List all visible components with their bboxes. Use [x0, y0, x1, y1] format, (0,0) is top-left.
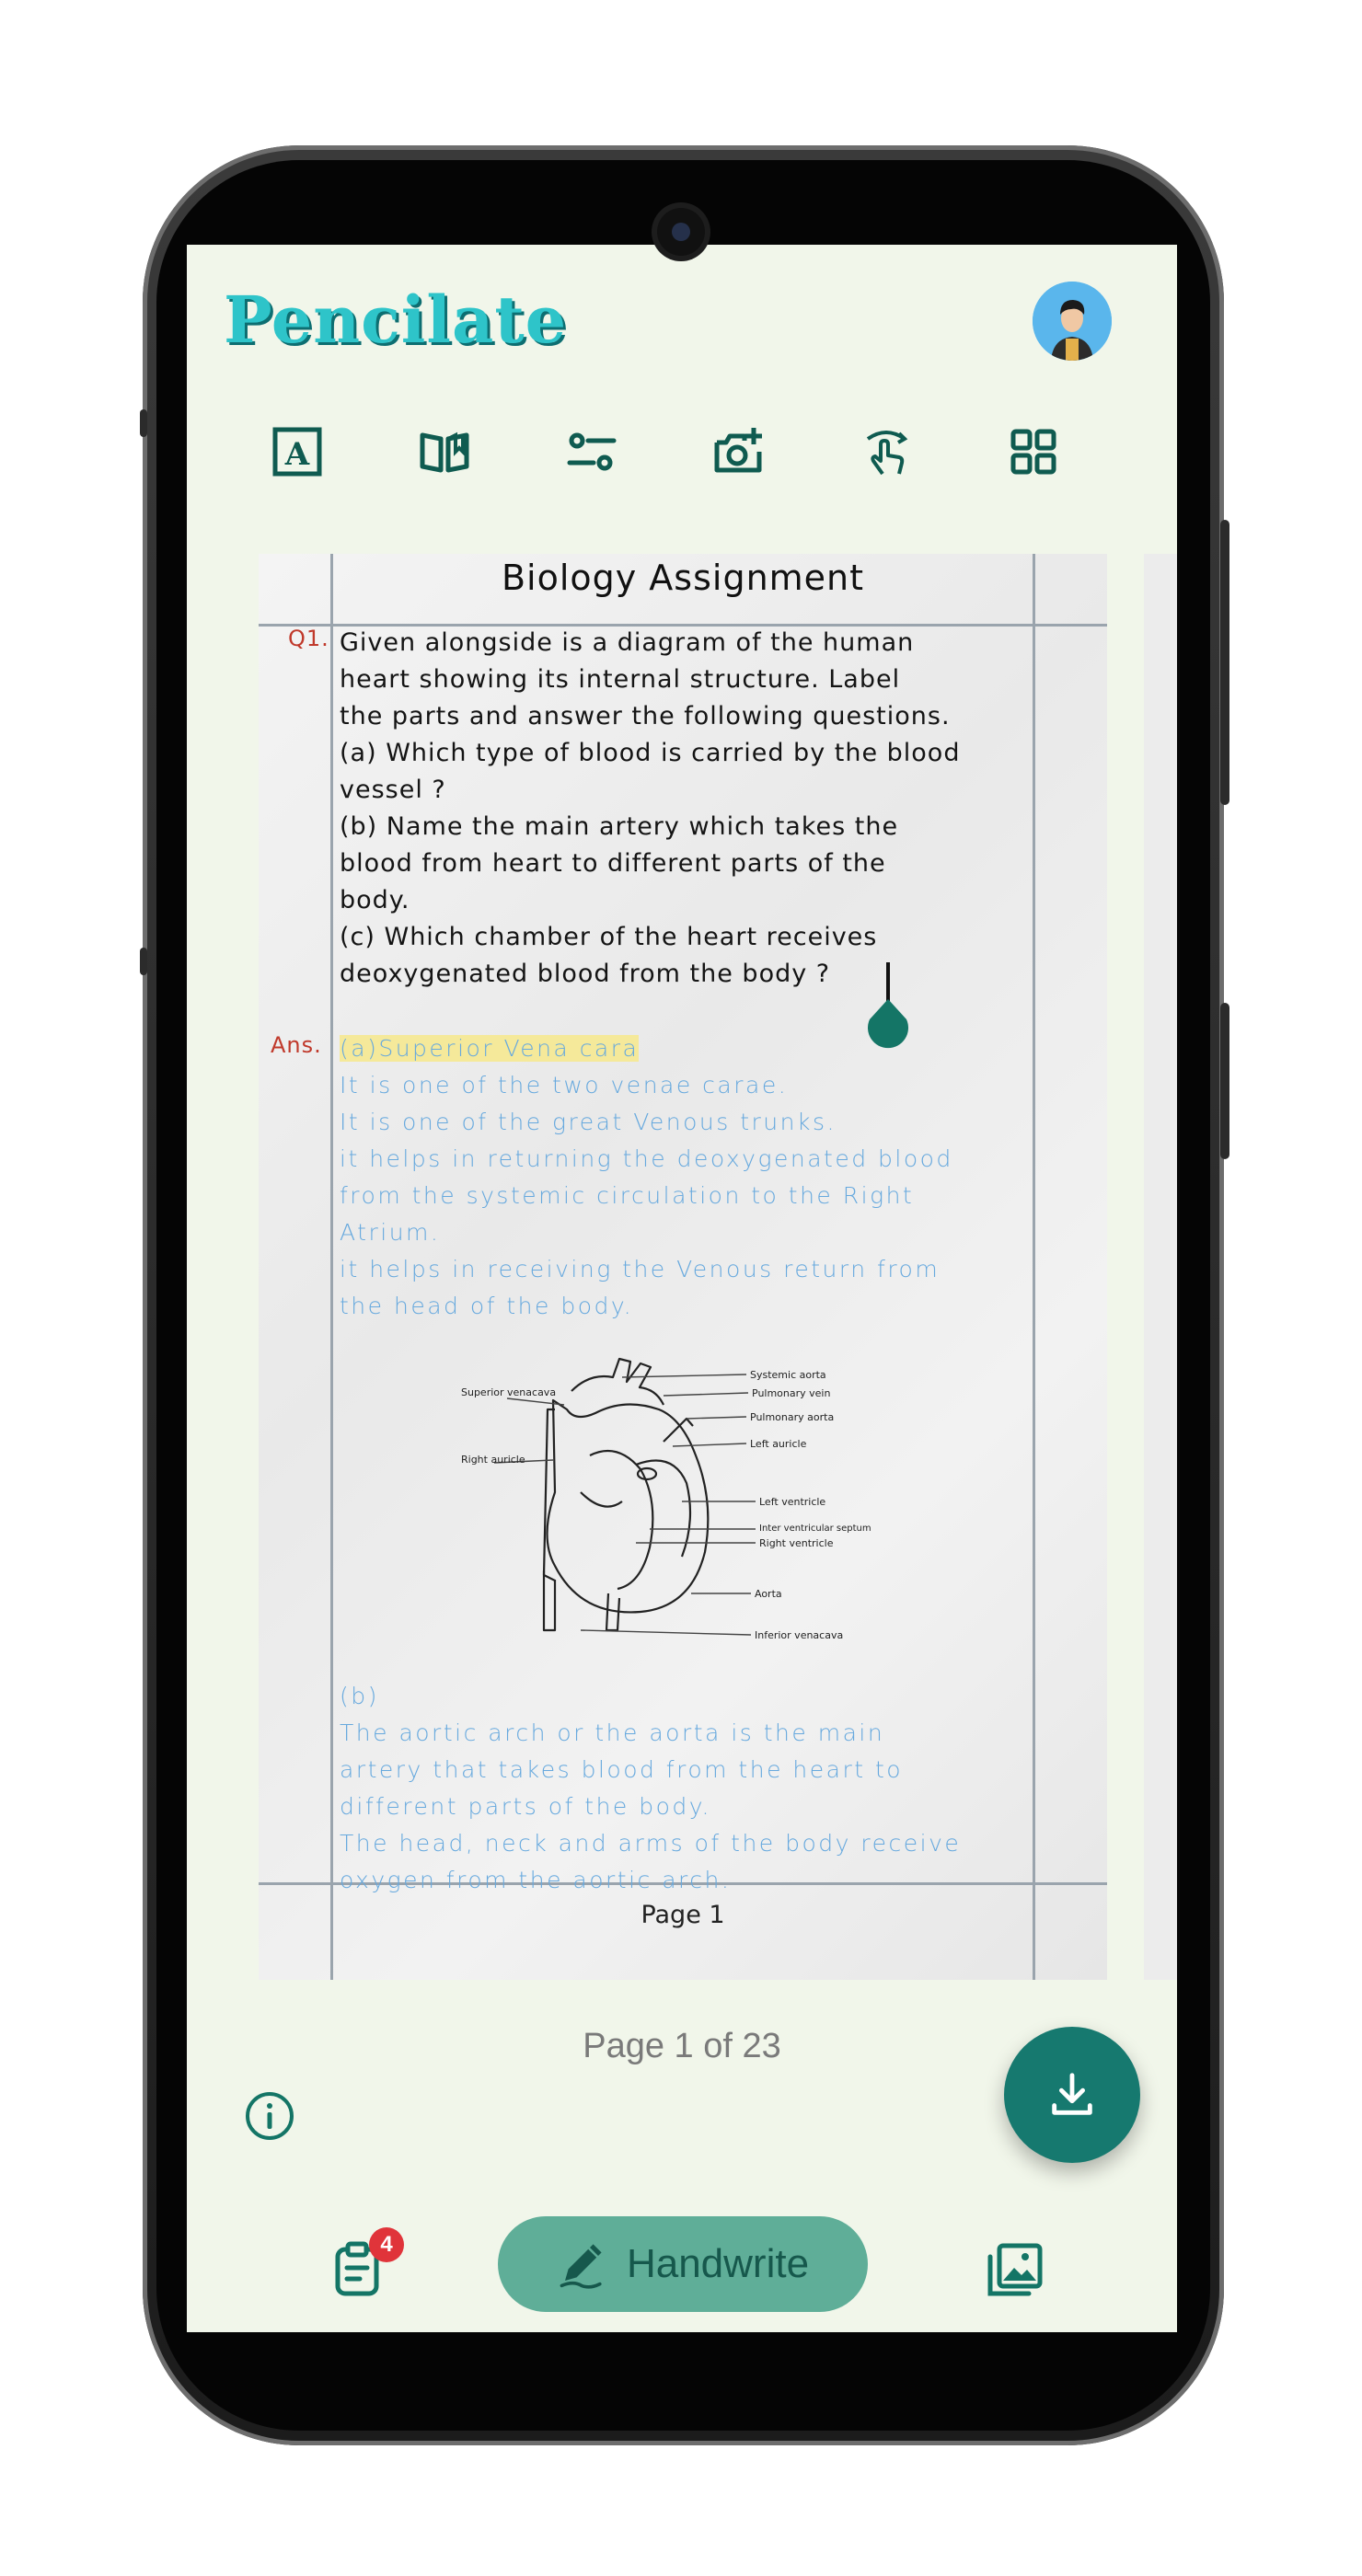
clipboard-icon	[335, 2241, 379, 2296]
grid-icon	[1010, 429, 1056, 475]
text-line: (c) Which chamber of the heart receives	[340, 923, 878, 951]
notes-button[interactable]	[325, 2237, 389, 2301]
text-tool-button[interactable]: A	[265, 420, 329, 484]
document-title: Biology Assignment	[501, 558, 865, 598]
volume-button	[1220, 1003, 1229, 1159]
settings-tool-button[interactable]	[560, 420, 624, 484]
text-line: It is one of the two venae carae.	[340, 1072, 789, 1098]
text-line: artery that takes blood from the heart t…	[340, 1756, 904, 1783]
label-interventricular-septum: Inter ventricular septum	[759, 1524, 871, 1534]
app-screen: Pencilate A	[187, 245, 1177, 2332]
margin-line	[1033, 554, 1035, 1980]
answer-label: Ans.	[271, 1032, 322, 1058]
side-key	[140, 948, 147, 975]
text-cursor-handle[interactable]	[860, 962, 916, 1054]
label-left-ventricle: Left ventricle	[759, 1496, 825, 1508]
page-indicator: Page 1 of 23	[583, 2027, 781, 2065]
label-aorta: Aorta	[755, 1588, 782, 1600]
gallery-button[interactable]	[983, 2237, 1047, 2301]
touch-swipe-icon	[866, 431, 908, 476]
handwrite-button[interactable]: Handwrite	[498, 2216, 868, 2312]
sliders-icon	[567, 432, 617, 471]
book-open-icon	[420, 431, 469, 473]
text-line: (a) Which type of blood is carried by th…	[340, 739, 961, 767]
front-camera	[657, 208, 705, 256]
avatar[interactable]	[1033, 282, 1112, 361]
label-superior-venacava: Superior venacava	[461, 1386, 556, 1398]
text-line: the parts and answer the following quest…	[340, 702, 951, 730]
label-systemic-aorta: Systemic aorta	[750, 1369, 826, 1381]
question-label: Q1.	[288, 626, 329, 651]
text-line: Given alongside is a diagram of the huma…	[340, 628, 915, 657]
gesture-tool-button[interactable]	[854, 420, 918, 484]
svg-text:A: A	[284, 436, 310, 473]
notification-badge: 4	[369, 2227, 404, 2262]
page-footer: Page 1	[641, 1901, 725, 1929]
label-right-ventricle: Right ventricle	[759, 1537, 834, 1549]
info-button[interactable]	[242, 2088, 297, 2144]
download-icon	[1052, 2073, 1092, 2115]
gallery-icon	[987, 2243, 1043, 2296]
text-line: deoxygenated blood from the body ?	[340, 960, 831, 988]
text-line: the head of the body.	[340, 1293, 634, 1319]
text-line: It is one of the great Venous trunks.	[340, 1109, 837, 1135]
answer-a-heading: (a)Superior Vena cara	[340, 1030, 1039, 1067]
label-right-auricle: Right auricle	[461, 1454, 525, 1466]
text-line: different parts of the body.	[340, 1793, 711, 1820]
top-toolbar: A	[256, 420, 1084, 484]
text-line: heart showing its internal structure. La…	[340, 665, 901, 694]
info-icon	[246, 2092, 294, 2140]
label-pulmonary-vein: Pulmonary vein	[752, 1387, 830, 1399]
text-line: vessel ?	[340, 776, 446, 804]
text-line: (b)	[340, 1683, 379, 1709]
answer-b-text: (b) The aortic arch or the aorta is the …	[340, 1678, 1039, 1899]
text-line: from the systemic circulation to the Rig…	[340, 1182, 915, 1209]
text-line: body.	[340, 886, 410, 914]
book-tool-button[interactable]	[412, 420, 477, 484]
text-line: The aortic arch or the aorta is the main	[340, 1719, 885, 1746]
camera-tool-button[interactable]	[707, 420, 771, 484]
text-box-icon: A	[272, 427, 322, 477]
highlighted-text: (a)Superior Vena cara	[340, 1035, 640, 1062]
download-button[interactable]	[1004, 2027, 1140, 2163]
label-left-auricle: Left auricle	[750, 1438, 807, 1450]
text-line: blood from heart to different parts of t…	[340, 849, 886, 878]
heart-diagram: Superior venacava Right auricle Systemic…	[461, 1357, 871, 1641]
header-rule	[259, 624, 1107, 627]
more-apps-button[interactable]	[1001, 420, 1066, 484]
text-line: it helps in returning the deoxygenated b…	[340, 1145, 953, 1172]
side-key	[140, 409, 147, 437]
label-pulmonary-aorta: Pulmonary aorta	[750, 1411, 834, 1423]
text-line: The head, neck and arms of the body rece…	[340, 1830, 962, 1857]
text-line: it helps in receiving the Venous return …	[340, 1256, 941, 1282]
footer-rule	[259, 1882, 1107, 1885]
app-logo: Pencilate	[224, 282, 568, 358]
document-page[interactable]: Biology Assignment Q1. Given alongside i…	[259, 554, 1107, 1980]
text-line: Atrium.	[340, 1219, 441, 1246]
next-page-peek[interactable]	[1144, 554, 1177, 1980]
handwrite-label: Handwrite	[626, 2241, 810, 2286]
question-text: Given alongside is a diagram of the huma…	[340, 625, 1039, 993]
answer-a-text: It is one of the two venae carae. It is …	[340, 1067, 1039, 1325]
text-line: oxygen from the aortic arch.	[340, 1867, 732, 1893]
pen-icon	[560, 2244, 602, 2289]
label-inferior-venacava: Inferior venacava	[755, 1629, 843, 1641]
camera-plus-icon	[714, 428, 762, 473]
margin-line	[330, 554, 333, 1980]
text-line: (b) Name the main artery which takes the	[340, 812, 899, 841]
power-button	[1220, 520, 1229, 805]
